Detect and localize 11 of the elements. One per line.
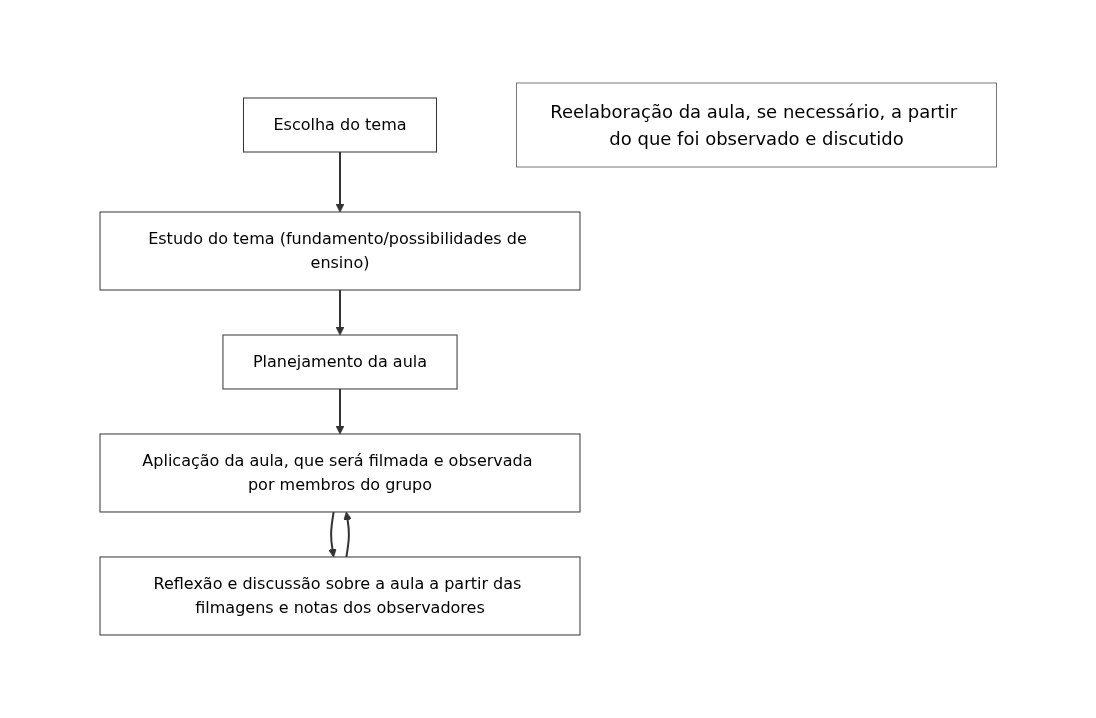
- node-box: Reflexão e discussão sobre a aula a partir das filmagens e notas dos observadores: [99, 556, 581, 636]
- node-box: Planejamento da aula: [222, 334, 458, 390]
- arrow: [343, 511, 352, 558]
- arrow: [327, 511, 337, 558]
- arrow: [335, 289, 345, 336]
- arrow: [335, 151, 345, 213]
- node-box: Escolha do tema: [242, 97, 437, 153]
- node-box: Estudo do tema (fundamento/possibilidades de ensino): [99, 211, 581, 291]
- node-box: Aplicação da aula, que será filmada e observada por membros do grupo: [99, 433, 581, 513]
- node-box: Reelaboração da aula, se necessário, a partir do que foi observado e discutido: [515, 82, 997, 168]
- arrow: [335, 388, 345, 435]
